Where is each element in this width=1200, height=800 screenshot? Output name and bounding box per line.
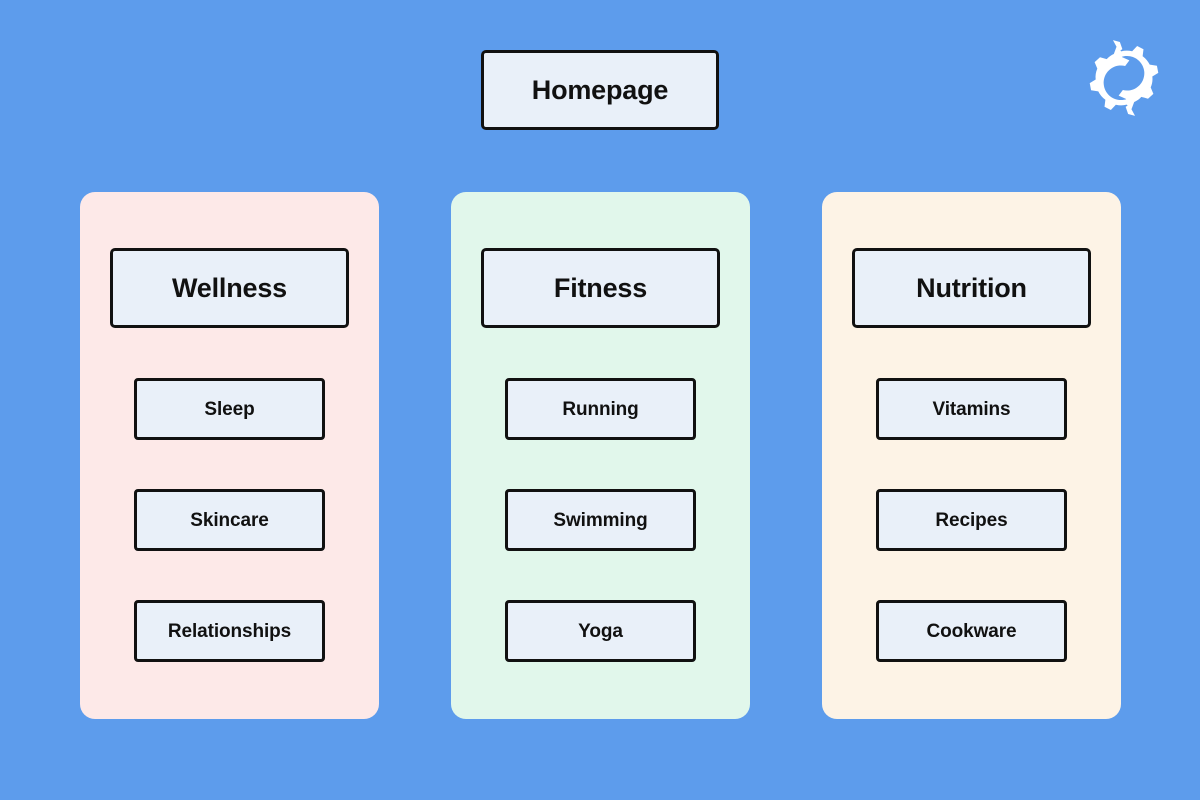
- category-panel-nutrition: Nutrition Vitamins Recipes Cookware: [822, 192, 1121, 719]
- child-node-label: Vitamins: [932, 398, 1011, 420]
- brand-logo: [1072, 30, 1176, 126]
- child-node-label: Sleep: [204, 398, 255, 420]
- child-node-cookware[interactable]: Cookware: [876, 600, 1067, 662]
- child-node-label: Cookware: [926, 620, 1017, 642]
- child-node-label: Recipes: [935, 509, 1008, 531]
- child-node-relationships[interactable]: Relationships: [134, 600, 325, 662]
- child-node-yoga[interactable]: Yoga: [505, 600, 696, 662]
- child-node-vitamins[interactable]: Vitamins: [876, 378, 1067, 440]
- root-node-homepage[interactable]: Homepage: [481, 50, 719, 130]
- child-node-label: Running: [562, 398, 639, 420]
- child-node-running[interactable]: Running: [505, 378, 696, 440]
- child-node-recipes[interactable]: Recipes: [876, 489, 1067, 551]
- category-header-nutrition[interactable]: Nutrition: [852, 248, 1091, 328]
- category-panel-fitness: Fitness Running Swimming Yoga: [451, 192, 750, 719]
- category-panel-wellness: Wellness Sleep Skincare Relationships: [80, 192, 379, 719]
- category-header-label: Fitness: [553, 272, 648, 303]
- interlocking-gears-icon: [1089, 40, 1159, 116]
- category-header-label: Nutrition: [916, 272, 1027, 303]
- child-node-label: Yoga: [578, 620, 623, 642]
- child-node-swimming[interactable]: Swimming: [505, 489, 696, 551]
- category-columns: Wellness Sleep Skincare Relationships Fi…: [0, 192, 1200, 720]
- child-node-label: Skincare: [190, 509, 269, 531]
- child-node-sleep[interactable]: Sleep: [134, 378, 325, 440]
- child-node-label: Swimming: [553, 509, 648, 531]
- category-header-label: Wellness: [172, 272, 287, 303]
- root-node-label: Homepage: [531, 74, 669, 105]
- child-node-label: Relationships: [167, 620, 292, 642]
- category-header-wellness[interactable]: Wellness: [110, 248, 349, 328]
- child-node-skincare[interactable]: Skincare: [134, 489, 325, 551]
- category-header-fitness[interactable]: Fitness: [481, 248, 720, 328]
